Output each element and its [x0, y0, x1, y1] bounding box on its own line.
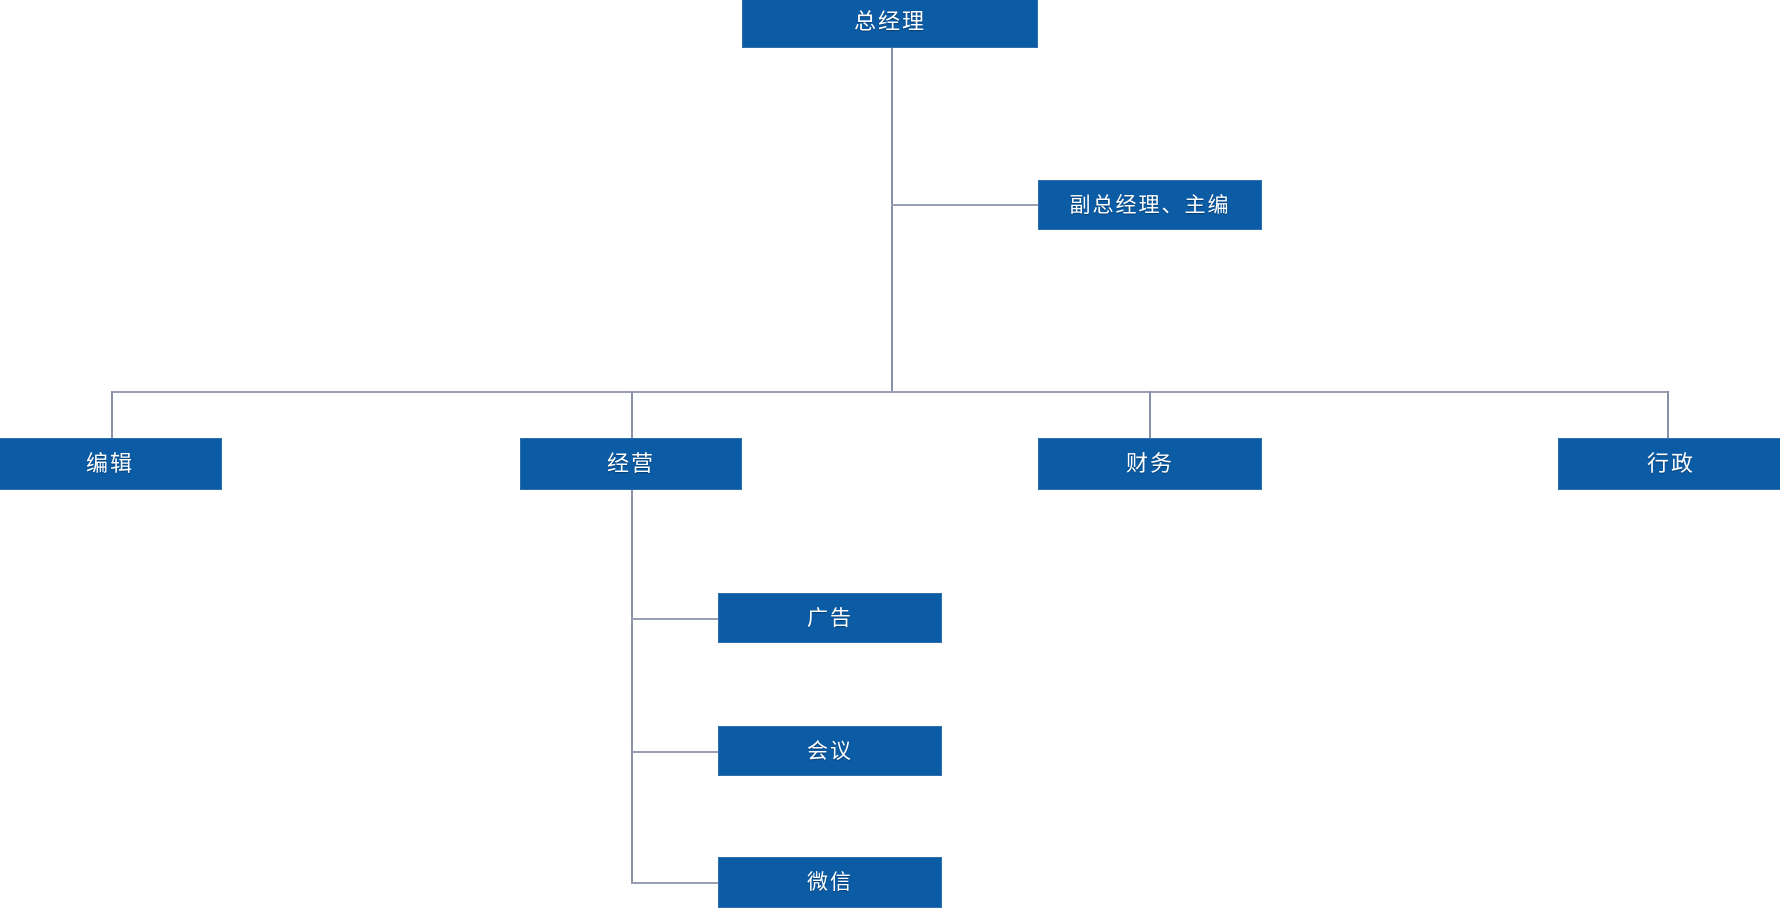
connector-ceo-spine — [891, 48, 893, 392]
org-node-wechat-label: 微信 — [807, 871, 853, 894]
org-node-deputy-general-manager-chief-editor[interactable]: 副总经理、主编 — [1038, 180, 1262, 230]
connector-bar-to-edit — [111, 391, 113, 439]
org-node-finance-label: 财务 — [1125, 451, 1174, 476]
org-node-advertising[interactable]: 广告 — [718, 593, 942, 643]
connector-operations-to-wechat — [631, 882, 719, 884]
org-node-wechat[interactable]: 微信 — [718, 857, 942, 908]
connector-department-bar — [111, 391, 1669, 393]
org-node-administration-label: 行政 — [1646, 451, 1695, 476]
org-node-deputy-label: 副总经理、主编 — [1069, 193, 1231, 217]
org-node-finance[interactable]: 财务 — [1038, 438, 1262, 490]
org-node-editorial[interactable]: 编辑 — [0, 438, 222, 490]
org-node-ceo[interactable]: 总经理 — [742, 0, 1038, 48]
connector-operations-to-ad — [631, 618, 719, 620]
connector-operations-to-meeting — [631, 751, 719, 753]
connector-operations-spine — [631, 490, 633, 883]
org-node-operations[interactable]: 经营 — [520, 438, 742, 490]
connector-ceo-to-deputy — [891, 204, 1039, 206]
org-node-conference-label: 会议 — [807, 739, 853, 763]
connector-bar-to-admin — [1667, 391, 1669, 439]
org-node-conference[interactable]: 会议 — [718, 726, 942, 776]
org-node-ceo-label: 总经理 — [853, 8, 926, 34]
org-node-administration[interactable]: 行政 — [1558, 438, 1780, 490]
org-node-operations-label: 经营 — [606, 451, 655, 476]
org-node-editorial-label: 编辑 — [85, 451, 134, 476]
org-node-advertising-label: 广告 — [807, 606, 853, 630]
connector-bar-to-finance — [1149, 391, 1151, 439]
connector-bar-to-operations — [631, 391, 633, 439]
